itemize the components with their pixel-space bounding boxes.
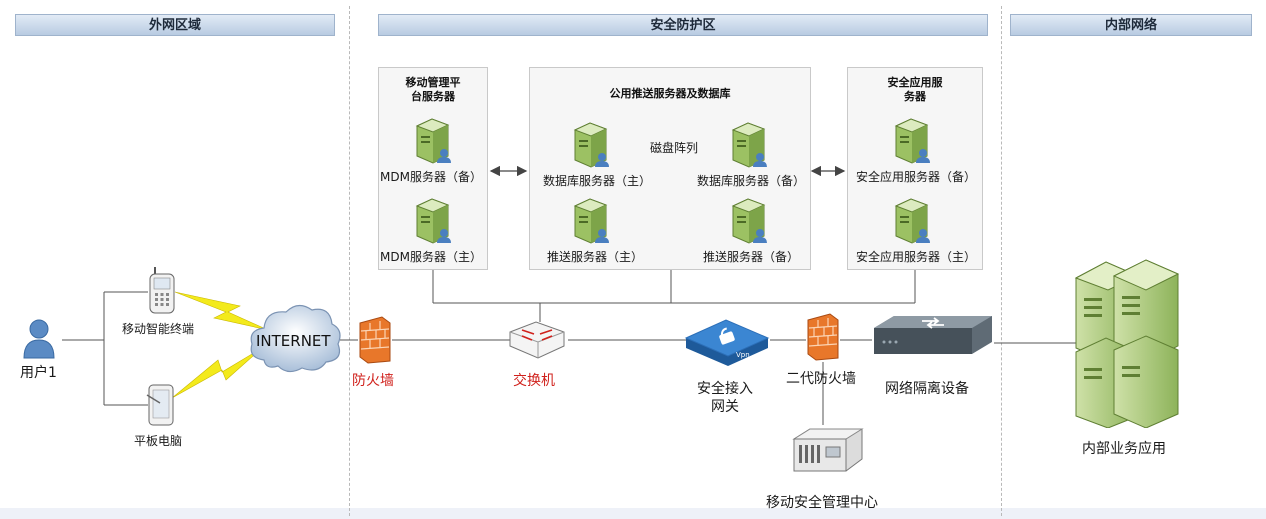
push-main-server-icon — [573, 198, 609, 244]
push-main-label: 推送服务器（主） — [547, 250, 644, 264]
tablet-label: 平板电脑 — [134, 434, 183, 448]
tablet-icon — [146, 384, 174, 426]
user-label: 用户1 — [20, 365, 57, 381]
mobile-phone-icon — [149, 267, 175, 314]
push-backup-label: 推送服务器（备） — [703, 250, 800, 264]
isolation-device-label: 网络隔离设备 — [885, 381, 969, 397]
mdm-backup-server-icon — [415, 118, 451, 164]
ngfw-firewall-icon — [807, 313, 839, 361]
bottom-band — [0, 508, 1266, 519]
internet-label: INTERNET — [256, 332, 331, 350]
app-backup-label: 安全应用服务器（备） — [856, 170, 977, 184]
vpn-gateway-icon — [684, 319, 770, 366]
mdm-main-label: MDM服务器（主） — [380, 250, 482, 264]
app-backup-server-icon — [894, 118, 930, 164]
zone-divider-right — [1001, 6, 1002, 516]
vpn-gateway-label-line2: 网关 — [711, 399, 739, 415]
zone-divider-left — [349, 6, 350, 516]
switch-label: 交换机 — [513, 373, 555, 389]
app-group-title-line2: 务器 — [904, 90, 926, 103]
mdm-group-title-line2: 台服务器 — [411, 90, 455, 103]
app-group-title-line1: 安全应用服 — [887, 76, 943, 89]
management-center-label: 移动安全管理中心 — [766, 495, 878, 511]
user-icon — [23, 319, 55, 359]
management-center-icon — [792, 428, 864, 472]
firewall-label: 防火墙 — [352, 373, 394, 389]
vpn-gateway-label-line1: 安全接入 — [697, 381, 753, 397]
ngfw-label: 二代防火墙 — [786, 371, 856, 387]
internal-server-stack-icon — [1074, 259, 1180, 428]
db-main-label: 数据库服务器（主） — [543, 174, 652, 188]
push-backup-server-icon — [731, 198, 767, 244]
mdm-backup-label: MDM服务器（备） — [380, 170, 482, 184]
zone-header-security: 安全防护区 — [378, 14, 988, 36]
app-main-server-icon — [894, 198, 930, 244]
firewall-icon — [359, 316, 391, 364]
mobile-terminal-label: 移动智能终端 — [122, 322, 195, 336]
zone-header-internal: 内部网络 — [1010, 14, 1252, 36]
app-main-label: 安全应用服务器（主） — [856, 250, 977, 264]
disk-array-label: 磁盘阵列 — [650, 141, 699, 155]
mdm-group-title-line1: 移动管理平 — [405, 76, 461, 89]
zone-header-external: 外网区域 — [15, 14, 335, 36]
mdm-main-server-icon — [415, 198, 451, 244]
internal-app-label: 内部业务应用 — [1082, 441, 1166, 457]
switch-icon — [509, 321, 565, 359]
isolation-device-icon — [874, 316, 992, 354]
push-group-title: 公用推送服务器及数据库 — [609, 87, 731, 100]
db-main-server-icon — [573, 122, 609, 168]
internet-cloud-icon — [250, 304, 341, 373]
db-backup-label: 数据库服务器（备） — [697, 174, 806, 188]
db-backup-server-icon — [731, 122, 767, 168]
vpn-tag: Vpn — [736, 351, 750, 359]
